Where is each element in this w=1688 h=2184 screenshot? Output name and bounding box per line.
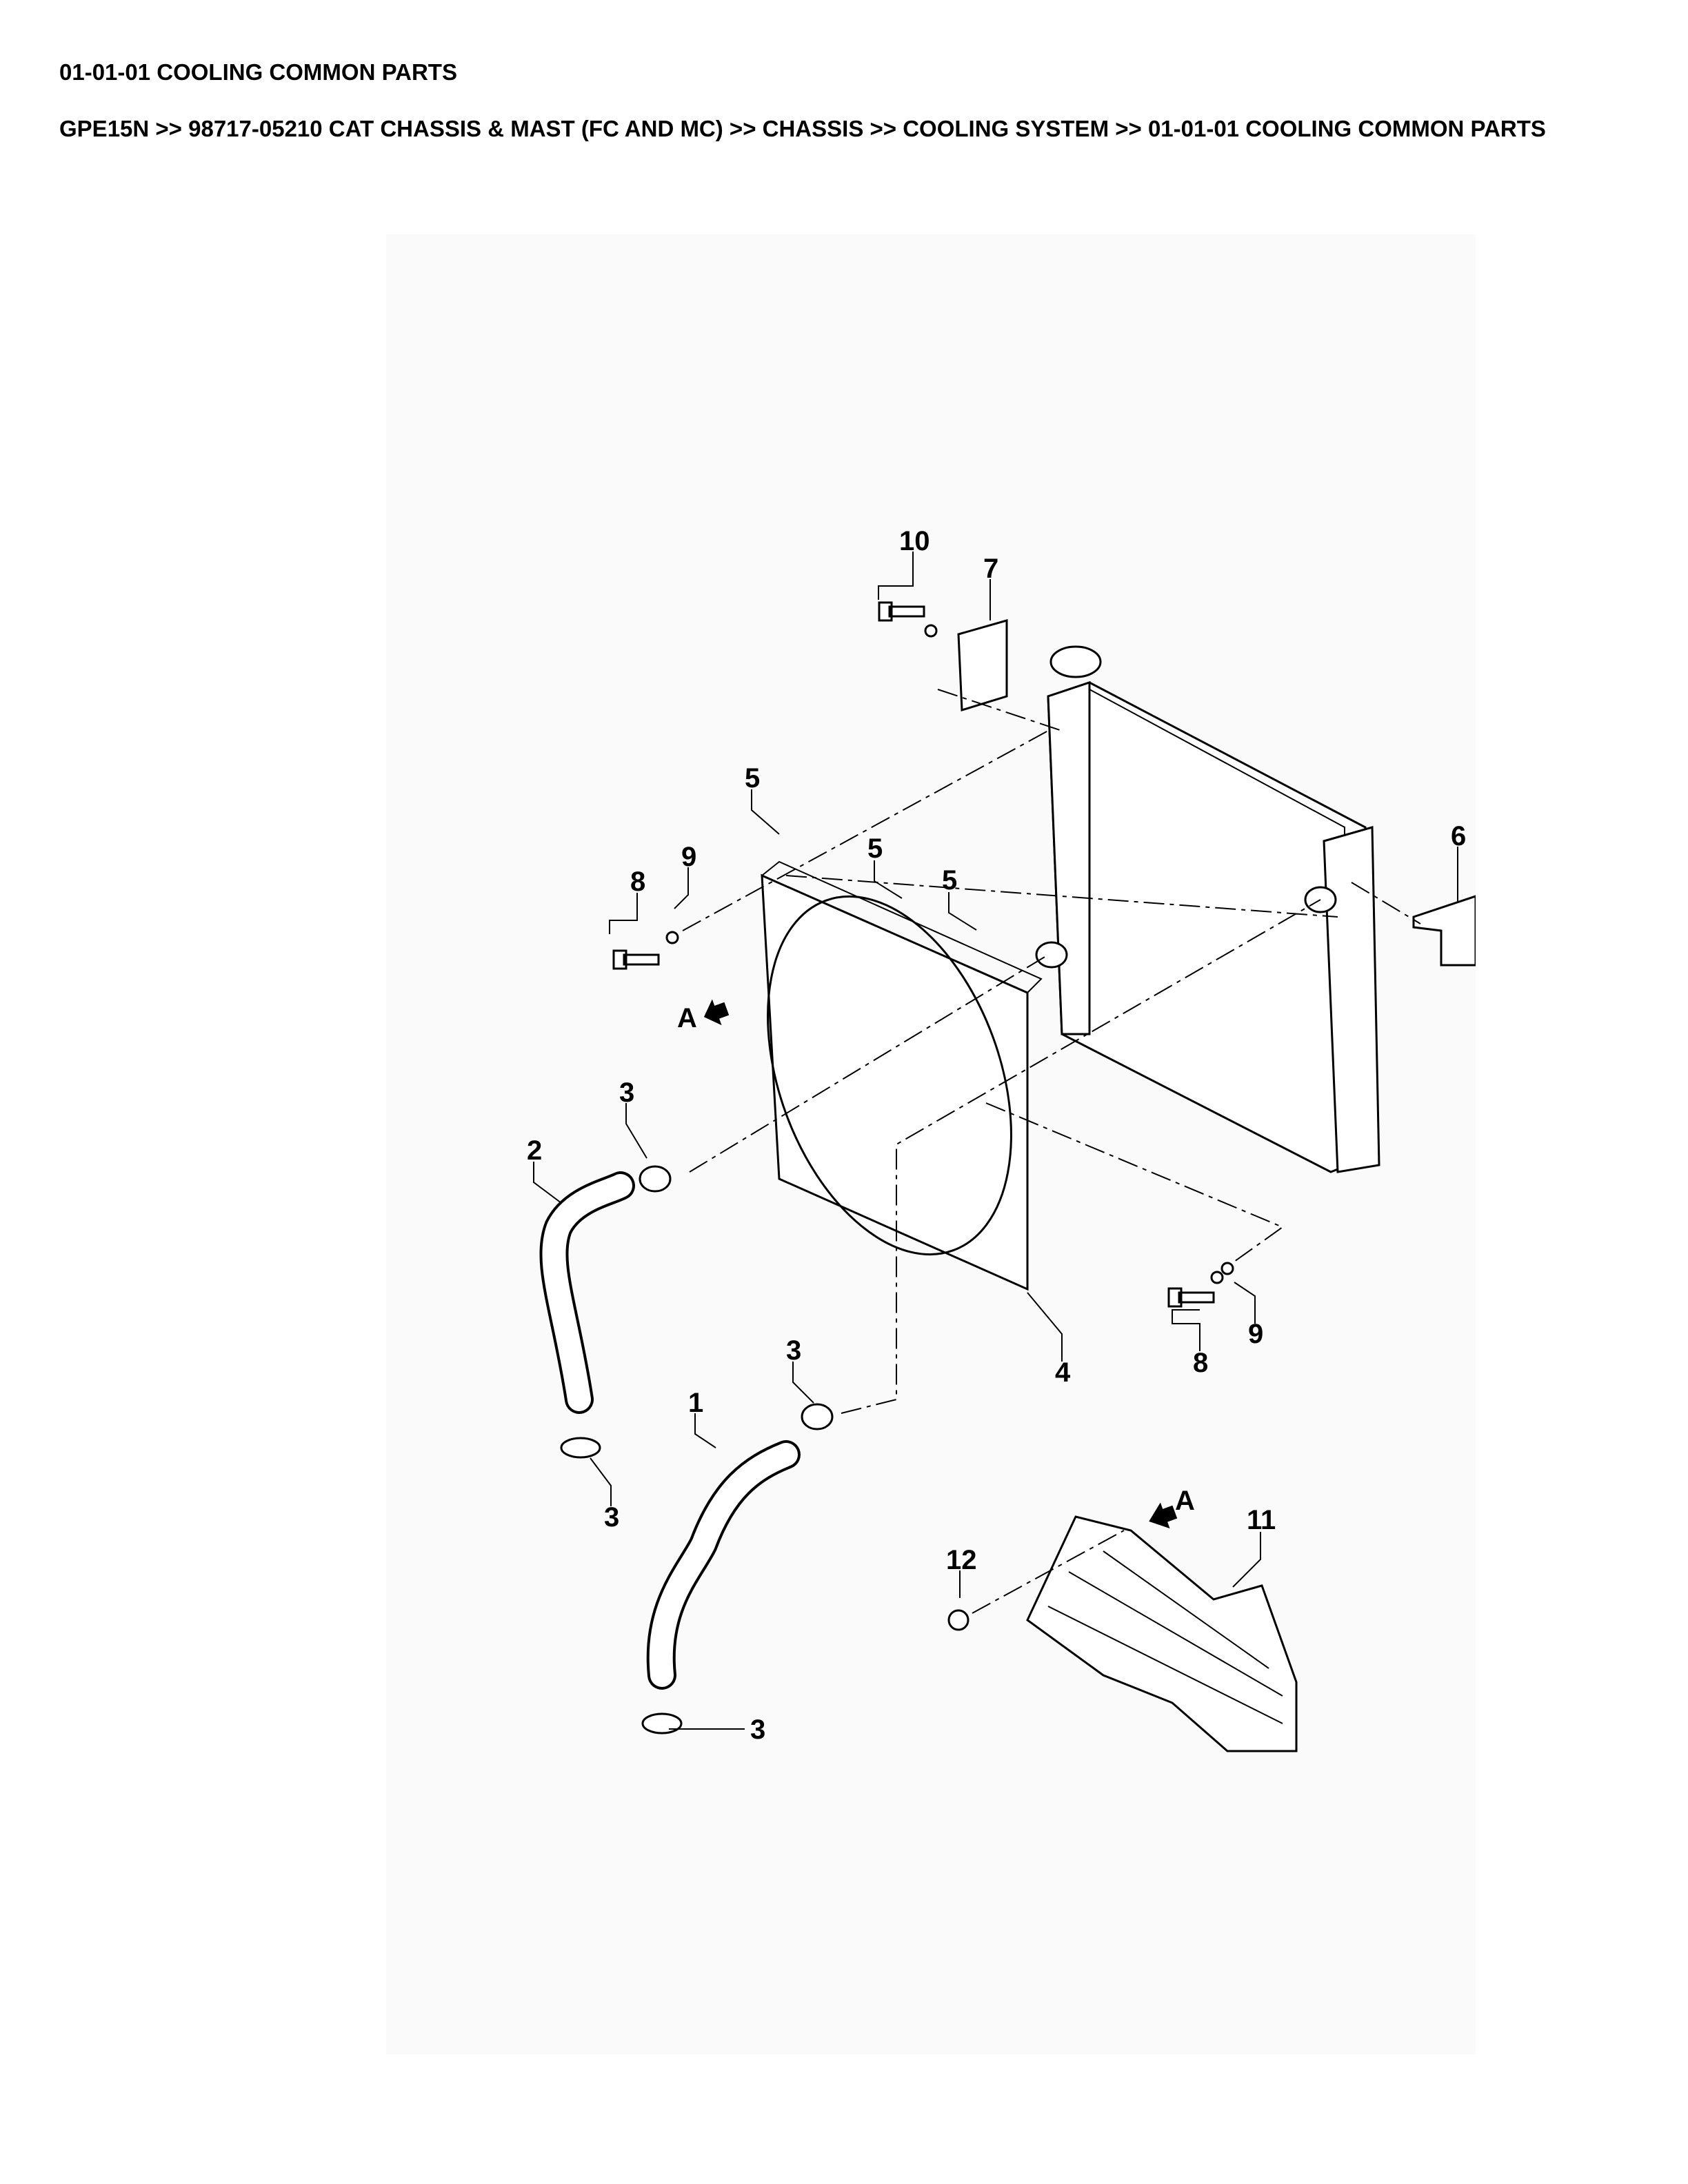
view-arrow-icon bbox=[703, 999, 730, 1026]
page-title: 01-01-01 COOLING COMMON PARTS bbox=[59, 59, 457, 85]
view-arrow-icon bbox=[1149, 1502, 1178, 1529]
fan-guard bbox=[1026, 1515, 1298, 1752]
callout-6: 6 bbox=[1451, 821, 1466, 851]
callout-9: 9 bbox=[681, 842, 696, 872]
callout-5: 5 bbox=[942, 865, 957, 896]
callout-11: 11 bbox=[1247, 1505, 1276, 1535]
callout-3: 3 bbox=[604, 1502, 619, 1533]
callout-1: 1 bbox=[688, 1388, 703, 1418]
rivet-12 bbox=[947, 1609, 969, 1631]
bolt-8 bbox=[612, 949, 660, 970]
fan-shroud bbox=[761, 860, 1043, 1291]
callout-10: 10 bbox=[899, 526, 930, 556]
parts-diagram: 10 7 5 5 5 8 9 6 A 3 2 3 1 4 8 9 3 3 12 … bbox=[386, 234, 1476, 2054]
callout-5: 5 bbox=[867, 833, 883, 864]
callout-3: 3 bbox=[786, 1335, 801, 1366]
bracket-7 bbox=[957, 619, 1008, 712]
callout-8: 8 bbox=[1193, 1348, 1208, 1378]
view-label-a: A bbox=[1175, 1486, 1195, 1516]
callout-12: 12 bbox=[946, 1545, 977, 1575]
bolt-10 bbox=[878, 601, 925, 622]
callout-2: 2 bbox=[527, 1135, 542, 1166]
callout-3: 3 bbox=[750, 1715, 765, 1745]
bracket-6 bbox=[1412, 895, 1476, 967]
bolt-8b bbox=[1167, 1287, 1215, 1308]
cooling-parts-illustration: 10 7 5 5 5 8 9 6 A 3 2 3 1 4 8 9 3 3 12 … bbox=[527, 526, 1476, 1752]
view-label-a: A bbox=[677, 1003, 697, 1033]
callout-3: 3 bbox=[619, 1078, 634, 1108]
callout-4: 4 bbox=[1055, 1357, 1071, 1388]
radiator bbox=[1035, 645, 1380, 1173]
callout-8: 8 bbox=[630, 867, 645, 897]
radiator-cap bbox=[1049, 645, 1102, 678]
callout-5: 5 bbox=[745, 763, 760, 793]
callout-9: 9 bbox=[1248, 1319, 1263, 1349]
callout-7: 7 bbox=[983, 554, 998, 584]
breadcrumb: GPE15N >> 98717-05210 CAT CHASSIS & MAST… bbox=[59, 116, 1546, 141]
